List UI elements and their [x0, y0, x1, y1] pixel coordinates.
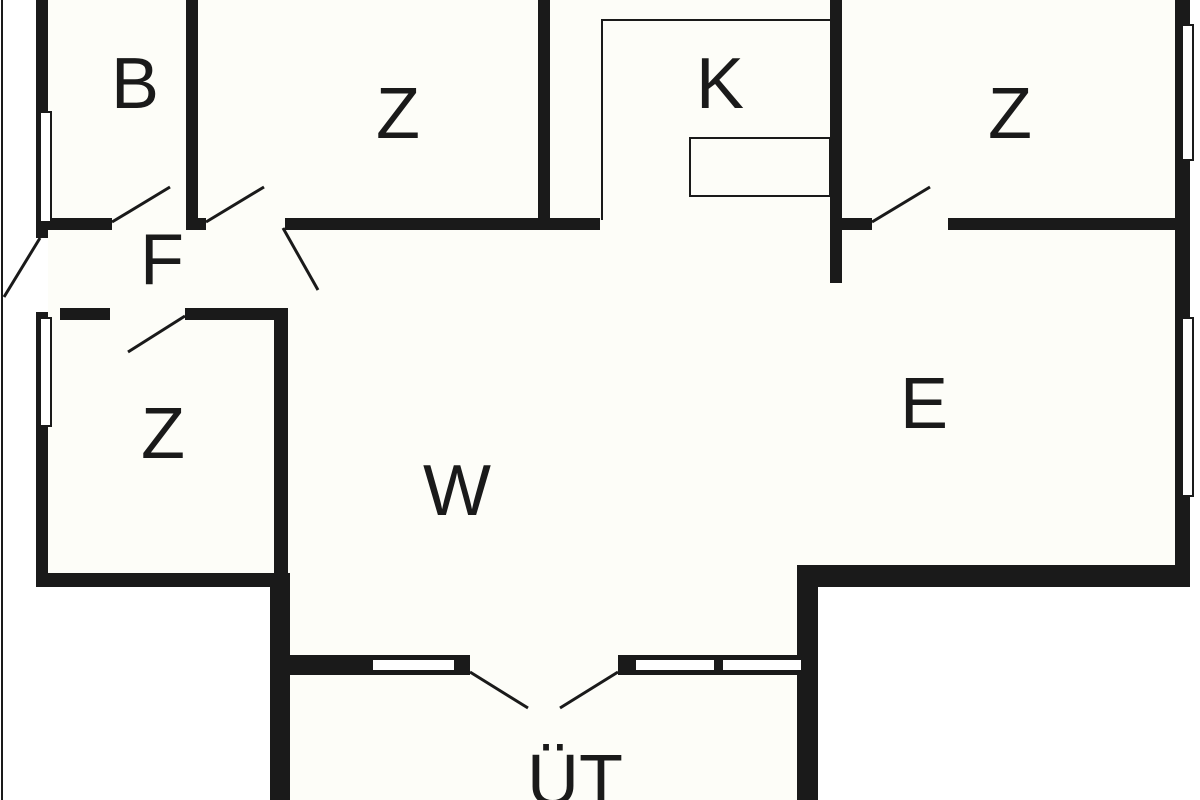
kitchen-counter — [689, 137, 831, 197]
door — [559, 670, 619, 710]
room-label-top-left: Z — [376, 74, 420, 154]
room-label-bottom-left: Z — [141, 394, 185, 474]
room-label-hallway: F — [140, 220, 184, 300]
window — [721, 658, 803, 672]
doors — [2, 185, 931, 710]
room-label-top-right: Z — [988, 74, 1032, 154]
window — [1181, 317, 1194, 497]
door — [205, 185, 265, 224]
door — [2, 237, 42, 298]
window — [634, 658, 716, 672]
room-label-bath: B — [111, 44, 159, 124]
door — [871, 185, 931, 224]
room-label-living: W — [423, 451, 491, 531]
room-label-terrace: ÜT — [527, 741, 623, 800]
window — [39, 111, 52, 223]
kitchen-fixtures — [601, 19, 831, 220]
door — [127, 314, 186, 354]
room-label-dining: E — [900, 364, 948, 444]
floor-area — [48, 0, 1178, 800]
window — [39, 317, 52, 427]
window — [1181, 24, 1194, 161]
door — [469, 670, 529, 710]
windows — [39, 24, 1194, 672]
door — [281, 227, 320, 291]
room-label-kitchen: K — [696, 44, 744, 124]
door — [111, 185, 171, 224]
window — [371, 658, 456, 672]
